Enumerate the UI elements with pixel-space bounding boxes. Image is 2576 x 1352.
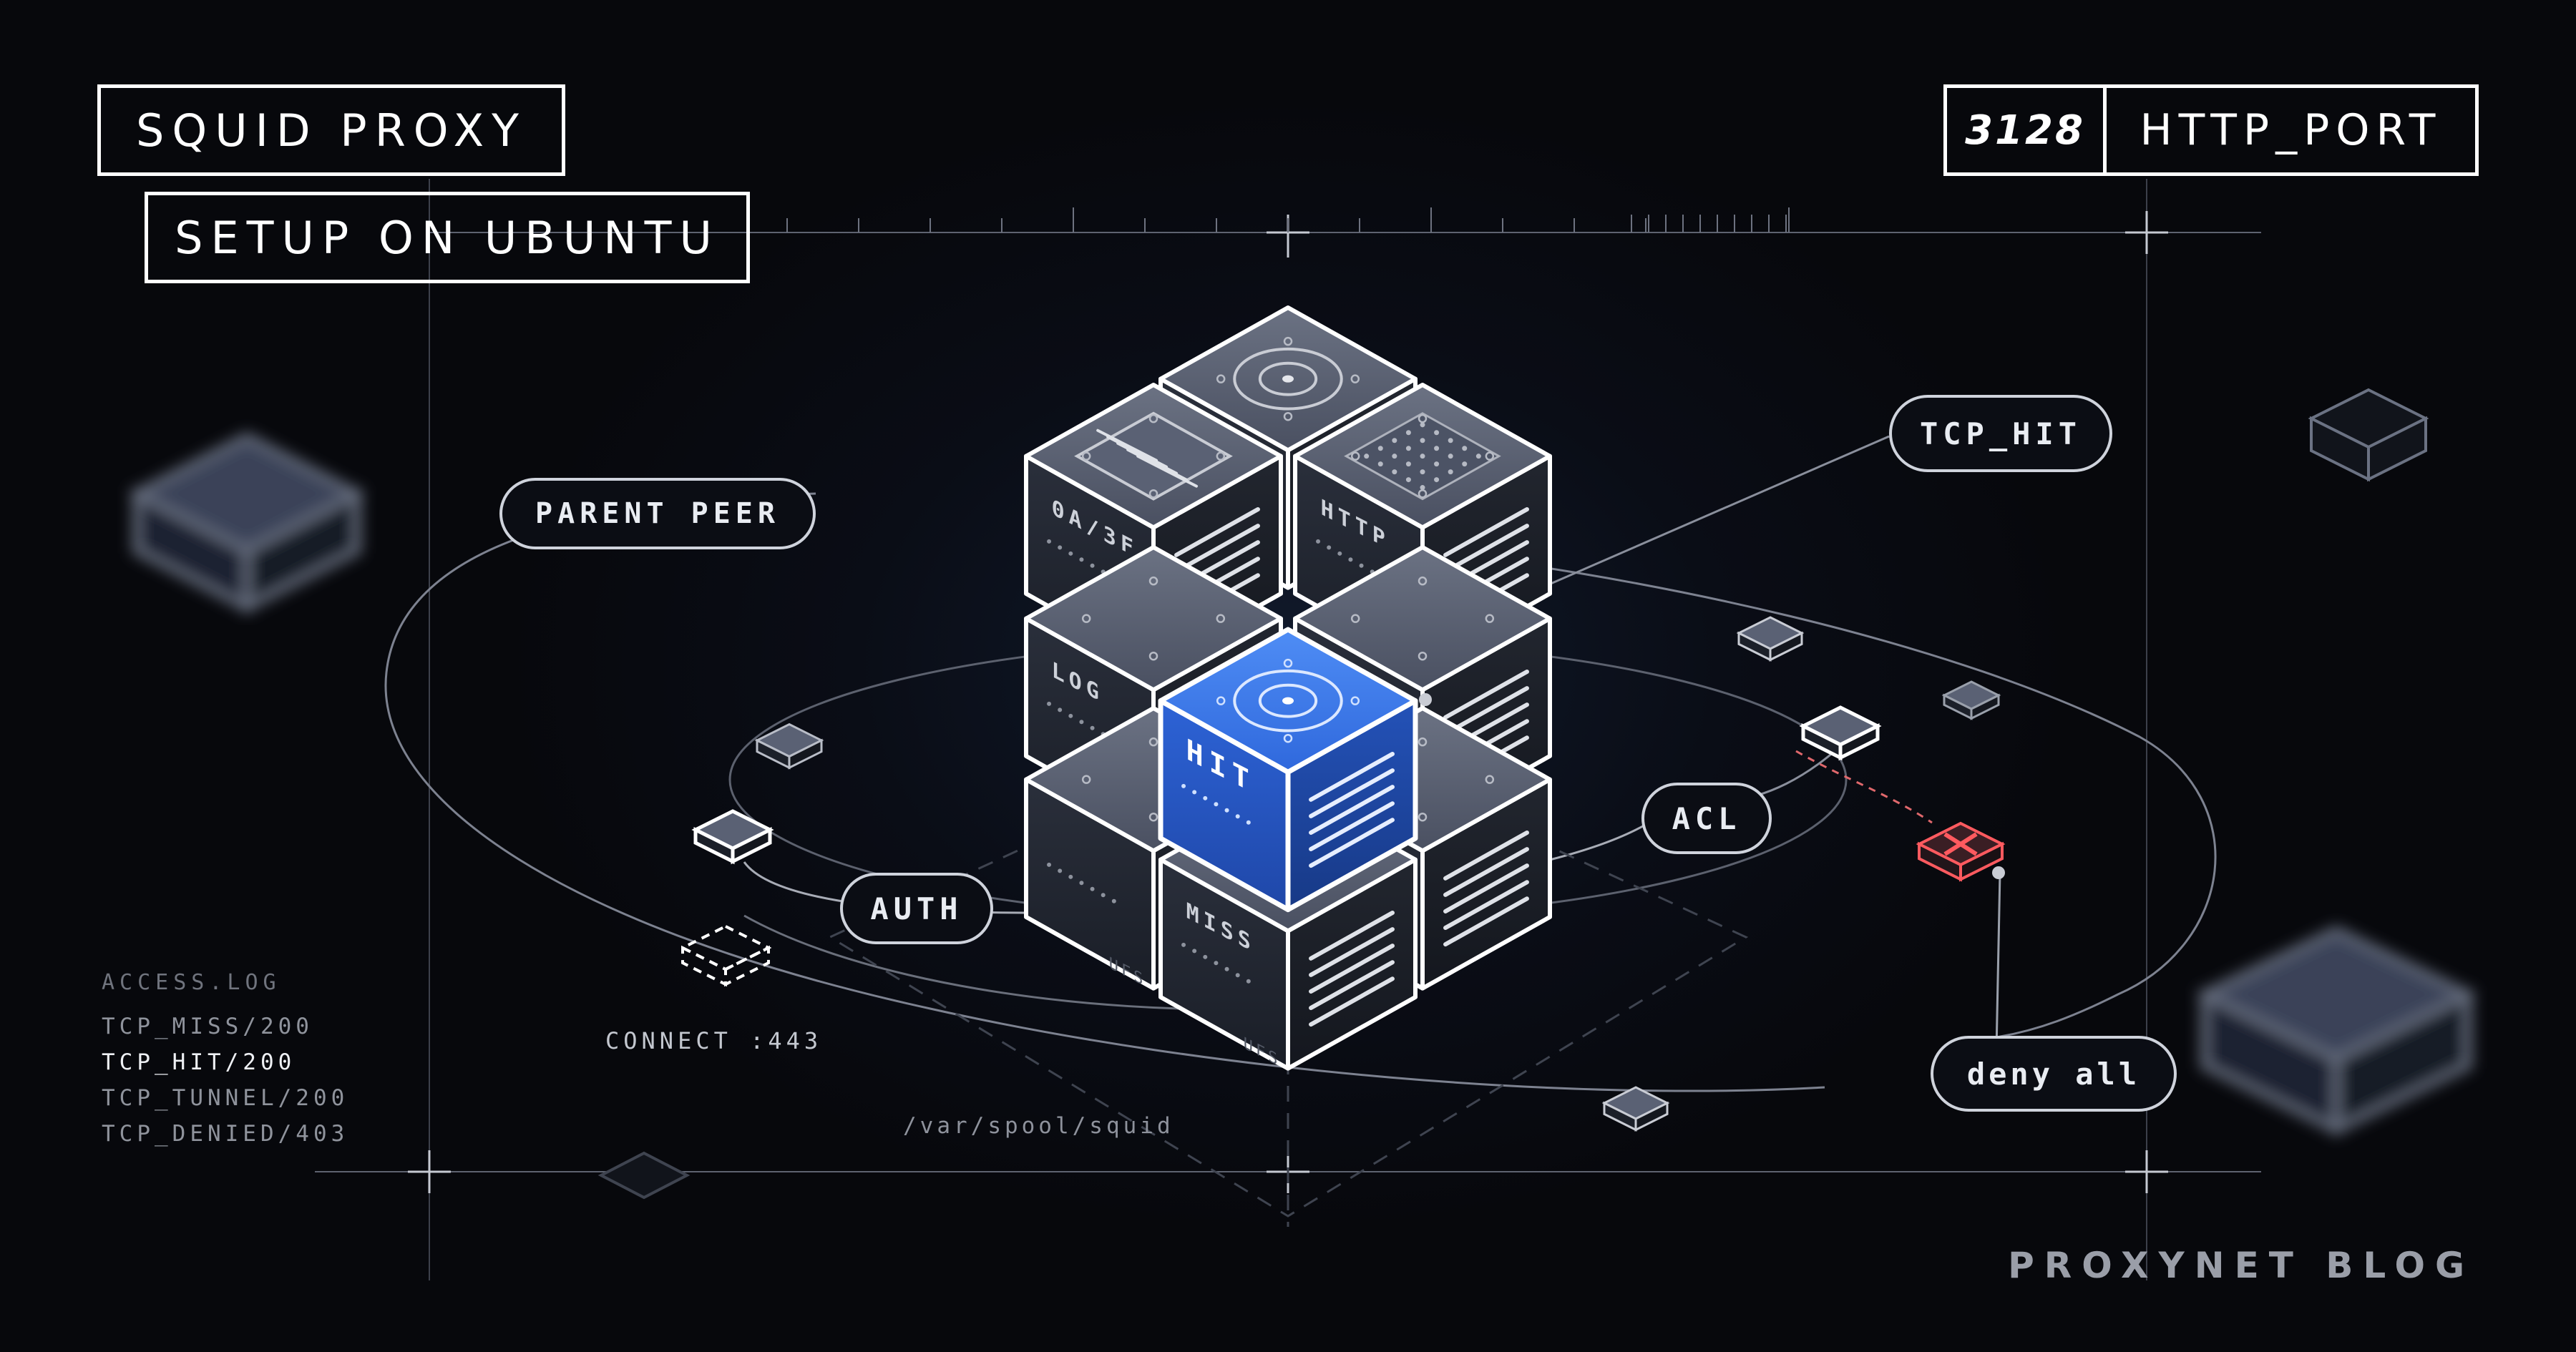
- network-node-cube: [1601, 1086, 1670, 1132]
- connector-dot: [1419, 693, 1432, 706]
- access-log-entry: TCP_TUNNEL/200: [102, 1085, 349, 1111]
- callout-deny-all: deny all: [1931, 1036, 2177, 1112]
- outline-cube-far-right: [2308, 388, 2429, 482]
- network-node-cube: [1799, 705, 1882, 761]
- network-nodes: [679, 616, 2006, 1132]
- title-line1: SQUID PROXY: [136, 104, 527, 157]
- blurred-cube-left: [128, 432, 366, 614]
- port-number-cell: 3128: [1947, 88, 2107, 172]
- network-node-cube: [679, 924, 772, 987]
- network-node-cube: [691, 809, 774, 865]
- port-badge: 3128 HTTP_PORT: [1943, 84, 2479, 176]
- blurred-cube-right: [2195, 926, 2477, 1136]
- port-number: 3128: [1965, 107, 2085, 154]
- callout-parent-peer: PARENT PEER: [499, 478, 816, 549]
- callout-auth: AUTH: [840, 873, 993, 944]
- access-log-entry: TCP_MISS/200: [102, 1014, 313, 1039]
- footer-brand: PROXYNET BLOG: [2008, 1245, 2474, 1286]
- title-line2: SETUP ON UBUNTU: [175, 211, 720, 264]
- floor-grid: [827, 725, 1749, 1227]
- cache-cube-stack: 0A/3FUFSHTTPUFSLOGUFSUFSMISSUFSHIT: [1024, 305, 1552, 1071]
- access-log: ACCESS.LOG TCP_MISS/200 TCP_HIT/200 TCP_…: [102, 970, 348, 1147]
- port-label: HTTP_PORT: [2140, 105, 2442, 155]
- network-node-cube: [1736, 616, 1805, 662]
- connector-dot: [1992, 866, 2005, 879]
- cube-hit: HIT: [1158, 627, 1418, 913]
- orbit-lines: [384, 435, 2217, 1092]
- connect-label: CONNECT :443: [605, 1027, 823, 1054]
- ruler-ticks: [786, 207, 1790, 232]
- spool-path: /var/spool/squid: [903, 1113, 1174, 1139]
- title-box-line2: SETUP ON UBUNTU: [145, 192, 750, 283]
- callout-tcp-hit: TCP_HIT: [1889, 395, 2112, 472]
- access-log-heading: ACCESS.LOG: [102, 970, 281, 995]
- network-node-cube: [754, 722, 824, 770]
- access-log-entry: TCP_HIT/200: [102, 1049, 296, 1075]
- callout-acl: ACL: [1641, 783, 1772, 854]
- title-box-line1: SQUID PROXY: [97, 84, 565, 176]
- network-node-cube: [1941, 680, 2001, 720]
- access-log-entry: TCP_DENIED/403: [102, 1121, 349, 1147]
- network-node-cube: [1916, 821, 2006, 882]
- floor-tile-left: [597, 1151, 691, 1200]
- port-label-cell: HTTP_PORT: [2107, 88, 2475, 172]
